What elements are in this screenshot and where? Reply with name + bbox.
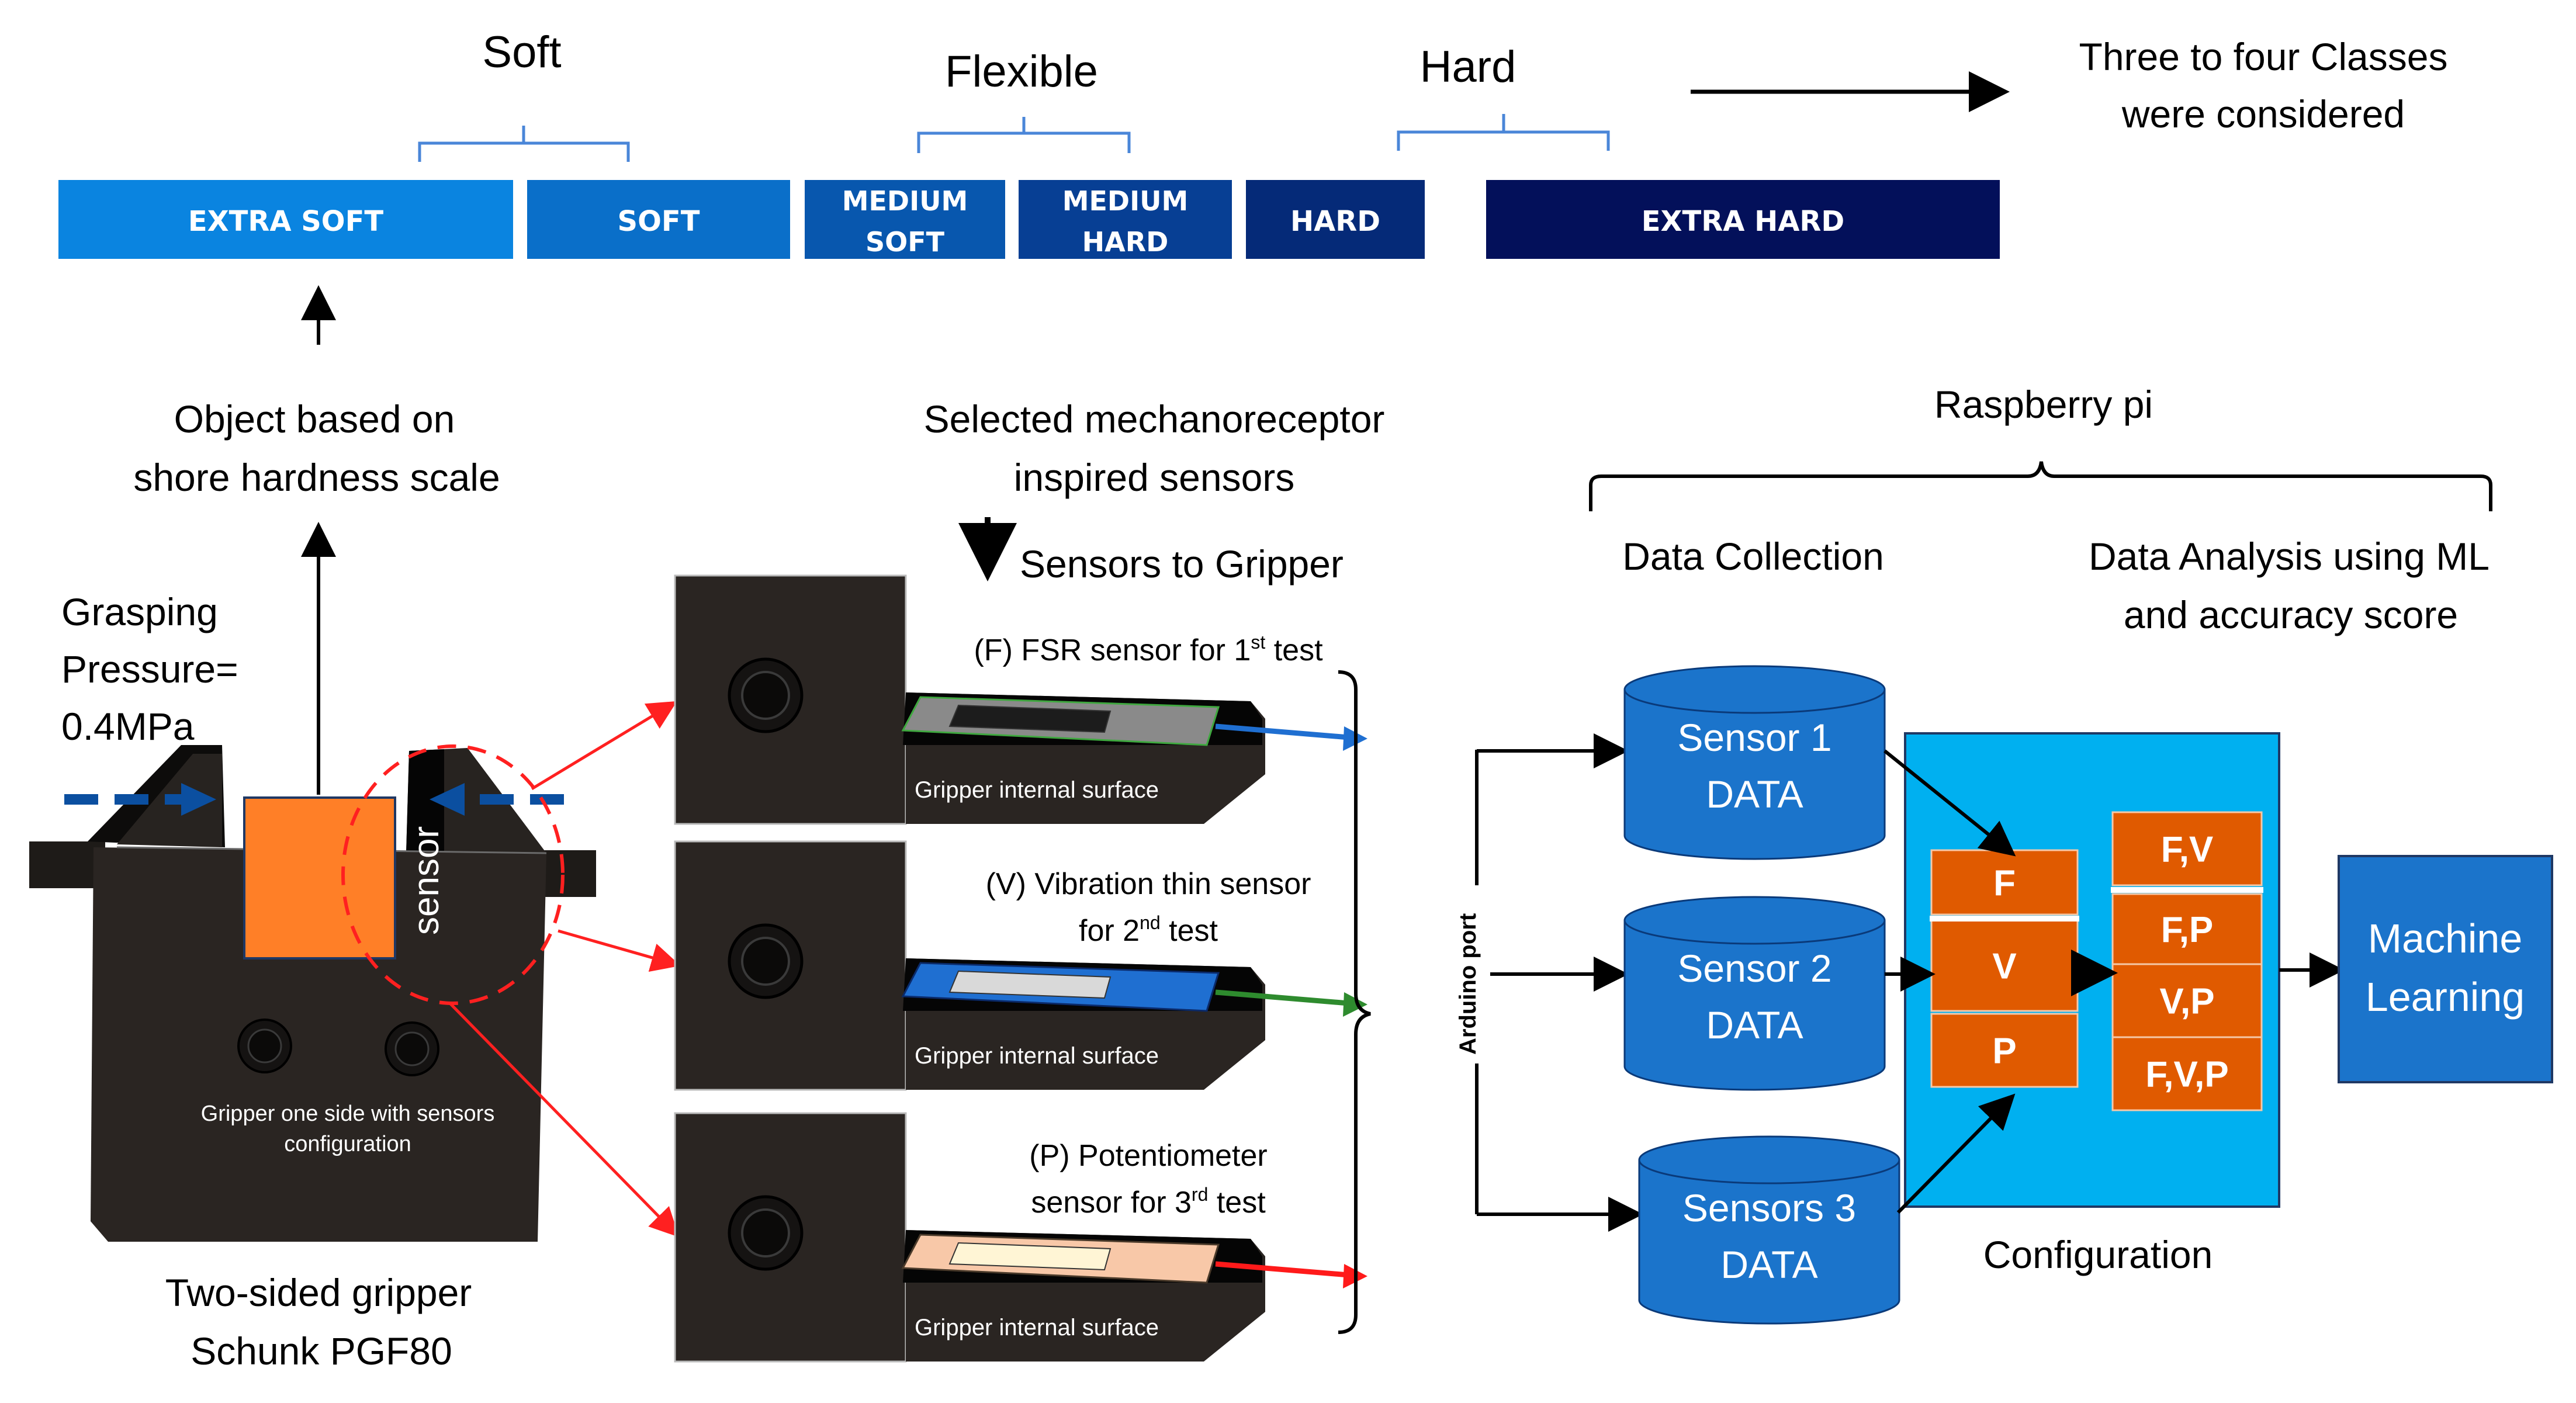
bracket-soft (418, 126, 630, 162)
object-label-line1: Object based on (174, 397, 455, 441)
gripper-caption-line2: configuration (284, 1132, 411, 1156)
surface-label: Gripper internal surface (915, 1043, 1159, 1069)
data-analysis-line1: Data Analysis using ML (2089, 535, 2490, 578)
sensor-panel: Gripper internal surface (V) Vibration th… (674, 840, 1367, 1091)
config-single-cell (1930, 849, 2079, 916)
sensor-title: (P) Potentiometer (1029, 1139, 1268, 1173)
machine-learning-box (2338, 855, 2553, 1083)
sensor-database: Sensor 2 DATA (1623, 896, 1886, 1091)
gripper-caption-line1: Gripper one side with sensors (201, 1101, 495, 1126)
config-combined-label: F,P (2161, 910, 2214, 950)
sensor-database: Sensor 1 DATA (1623, 665, 1886, 860)
sensor-signal-arrow (1215, 723, 1356, 741)
config-combined-cell (2111, 963, 2263, 1038)
grasping-line3: 0.4MPa (61, 705, 195, 748)
grasp-force-left (64, 783, 216, 816)
surface-label: Gripper internal surface (915, 1315, 1159, 1340)
hardness-scale: EXTRA SOFT SOFT MEDIUM SOFT MEDIUM HARD HARD EX… (58, 180, 2000, 259)
bracket-hard (1397, 114, 1610, 151)
arduino-port-label: Arduino port (1455, 913, 1481, 1055)
sensor-database: Sensors 3 DATA (1638, 1135, 1900, 1325)
scale-segment (1019, 180, 1232, 259)
group-label-flexible: Flexible (945, 47, 1098, 96)
scale-segment (805, 180, 1005, 259)
config-combined-label: F,V (2161, 830, 2214, 870)
sensor-signal-arrow (1215, 989, 1356, 1007)
scale-segment-label: HARD (1082, 226, 1169, 258)
sensor-panel: Gripper internal surface (P) Potentiomete… (674, 1112, 1367, 1363)
gripper-illustration: sensor Gripper one side with sensors con… (29, 745, 596, 1242)
configuration-cells: F V P F,V F,P V,P F,V,P (1930, 811, 2263, 1111)
config-combined-cell (2111, 811, 2263, 886)
leader-to-fsr (531, 701, 677, 791)
scale-segment-label: EXTRA HARD (1642, 205, 1844, 238)
scale-segment-label: SOFT (865, 226, 945, 258)
group-label-soft: Soft (482, 27, 561, 77)
scale-segment-label: MEDIUM (842, 185, 968, 217)
sensor-signal-arrow (1215, 1261, 1356, 1279)
data-analysis-line2: and accuracy score (2124, 593, 2458, 636)
sensors-bracket (1338, 670, 1371, 1334)
scale-segment-label: SOFT (618, 205, 700, 238)
scale-segment-label: EXTRA SOFT (188, 205, 384, 238)
object-label-line2: shore hardness scale (133, 456, 500, 499)
database-label: Sensors 3 (1682, 1186, 1856, 1229)
scale-segment (527, 180, 790, 259)
arrow-db3-to-p (1896, 1093, 2016, 1214)
database-label: Sensor 1 (1677, 716, 1831, 759)
ml-line2: Learning (2366, 974, 2525, 1020)
database-label: Sensor 2 (1677, 947, 1831, 990)
scale-segment (58, 180, 513, 259)
grasped-object (243, 796, 396, 959)
sensors-header-line2: inspired sensors (1014, 456, 1295, 499)
database-label: DATA (1706, 1003, 1803, 1047)
configuration-label: Configuration (1983, 1233, 2213, 1276)
data-collection-label: Data Collection (1622, 535, 1884, 578)
ml-line1: Machine (2368, 916, 2523, 961)
config-single-cell (1930, 919, 2079, 1012)
grasping-line2: Pressure= (61, 647, 238, 691)
database-label: DATA (1720, 1243, 1817, 1286)
arrow-db1-to-f (1883, 749, 2016, 857)
sensor-panels: Gripper internal surface (F) FSR sensor f… (674, 574, 1367, 1363)
bracket-flexible (917, 117, 1131, 153)
config-single-cell (1930, 1013, 2079, 1088)
gripper-left-tab (29, 841, 105, 888)
sensor-databases: Sensor 1 DATA Sensor 2 DATA Sensors 3 DATA (1623, 665, 1900, 1325)
sensor-title-line2: for 2nd test (1079, 912, 1218, 948)
scale-segment (1486, 180, 2000, 259)
config-single-label: F (1993, 863, 2016, 903)
classes-note-line2: were considered (2121, 92, 2405, 136)
sensor-title-line2: sensor for 3rd test (1031, 1184, 1266, 1220)
grasp-force-right (430, 783, 564, 816)
surface-label: Gripper internal surface (915, 777, 1159, 803)
sensor-title: (V) Vibration thin sensor (986, 867, 1311, 901)
gripper-body (91, 847, 546, 1242)
config-single-label: V (1992, 947, 2016, 987)
sensor-highlight-circle (341, 744, 565, 1005)
config-single-label: P (1992, 1031, 2016, 1072)
sensor-title: (F) FSR sensor for 1st test (974, 632, 1323, 667)
grasping-line1: Grasping (61, 590, 218, 633)
config-combined-label: V,P (2159, 982, 2214, 1022)
raspberry-bracket (1589, 461, 2492, 511)
database-label: DATA (1706, 772, 1803, 816)
config-combined-label: F,V,P (2145, 1055, 2228, 1095)
gripper-title-line2: Schunk PGF80 (191, 1329, 452, 1373)
leader-to-potentiometer (449, 1002, 679, 1238)
scale-segment (1246, 180, 1425, 259)
classes-note-line1: Three to four Classes (2079, 35, 2448, 78)
sensors-header-line1: Selected mechanoreceptor (924, 397, 1385, 441)
gripper-title-line1: Two-sided gripper (165, 1271, 472, 1314)
sensors-to-gripper: Sensors to Gripper (1020, 542, 1344, 586)
sensor-tag: sensor (406, 826, 446, 935)
raspberry-pi-title: Raspberry pi (1934, 383, 2153, 426)
scale-segment-label: MEDIUM (1062, 185, 1189, 217)
group-label-hard: Hard (1420, 42, 1516, 92)
config-combined-cell (2111, 1036, 2263, 1111)
leader-to-vibration (558, 929, 681, 972)
scale-segment-label: HARD (1290, 205, 1380, 238)
sensor-panel: Gripper internal surface (F) FSR sensor f… (674, 574, 1367, 825)
